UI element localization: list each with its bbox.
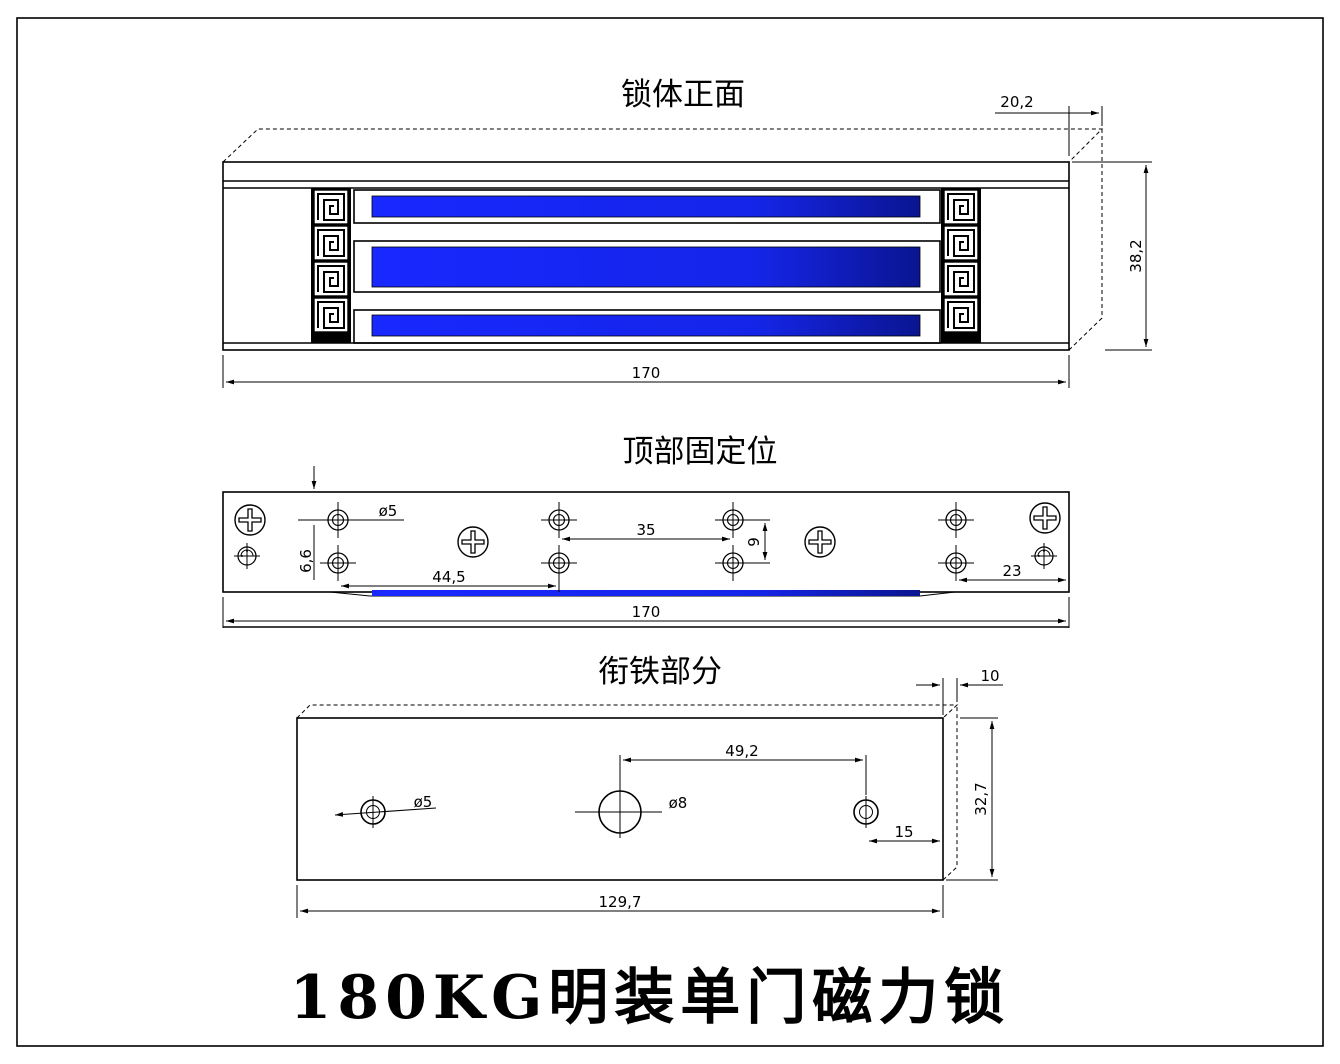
armature-small-hole-dim: ø5 [414,793,433,811]
top-dimensions: 6,6 ø5 44,5 35 9 23 170 [222,466,1070,628]
front-height-dim: 38,2 [1127,239,1145,272]
armature-length-dim: 129,7 [599,893,642,911]
top-end-offset-dim: 23 [1002,562,1021,580]
top-row-gap-dim: 9 [745,537,763,547]
armature-end-offset-dim: 15 [894,823,913,841]
magnet-edge-strip [372,590,920,596]
top-span-b-dim: 35 [636,521,655,539]
front-length-dim: 170 [632,364,661,382]
armature-span-dim: 49,2 [725,742,758,760]
top-edge-offset-dim: 6,6 [297,549,315,573]
front-dimensions: 170 38,2 20,2 [222,93,1152,388]
mounting-hole-icon [360,784,879,838]
top-length-dim: 170 [632,603,661,621]
lock-body-top [222,491,1070,628]
armature-dimensions: ø5 ø8 49,2 15 10 32,7 129,7 [296,667,1003,918]
mounting-hole-icon [233,501,1058,582]
armature-height-dim: 32,7 [972,782,990,815]
top-span-a-dim: 44,5 [432,568,465,586]
magnet-strip-top [371,195,921,218]
magnet-strip-middle [371,246,921,288]
drawing-main-title: 180KG明装单门磁力锁 [290,963,1011,1033]
armature-view-title: 衔铁部分 [598,654,722,690]
front-view-title: 锁体正面 [621,77,745,113]
drawing-border [16,17,1324,1047]
front-depth-dim: 20,2 [1000,93,1033,111]
armature-thickness-dim: 10 [980,667,999,685]
armature-plate [296,704,959,881]
magnet-strip-bottom [371,314,921,337]
armature-big-hole-dim: ø8 [669,794,688,812]
lock-body-front [222,128,1104,351]
top-hole-dim: ø5 [379,502,398,520]
top-view-title: 顶部固定位 [623,434,778,470]
